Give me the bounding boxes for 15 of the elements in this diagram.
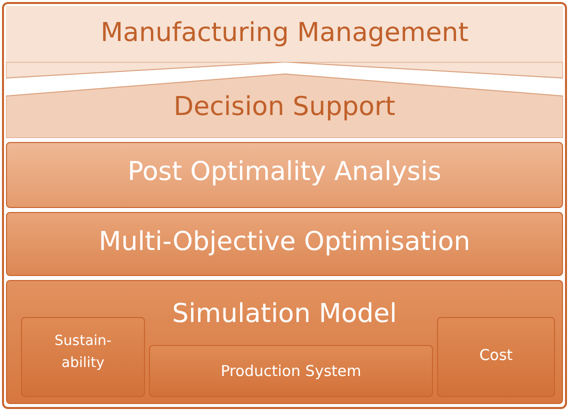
layer-label: Cost [478,346,514,364]
layer-box [21,317,145,397]
layer-box [6,62,563,138]
layer-box [6,212,563,276]
layer-label: Manufacturing Management [100,18,470,48]
layer-box [6,142,563,208]
layer-label: Decision Support [172,92,396,122]
layer-label: Simulation Model [171,299,398,329]
layer-label: Multi-Objective Optimisation [98,227,472,257]
layer-box [6,280,563,404]
layer-label: Sustain- ability [54,332,112,374]
layer-label: Post Optimality Analysis [126,157,442,187]
layer-box [437,317,555,397]
layer-label: Production System [220,362,362,380]
layer-box [149,345,433,397]
